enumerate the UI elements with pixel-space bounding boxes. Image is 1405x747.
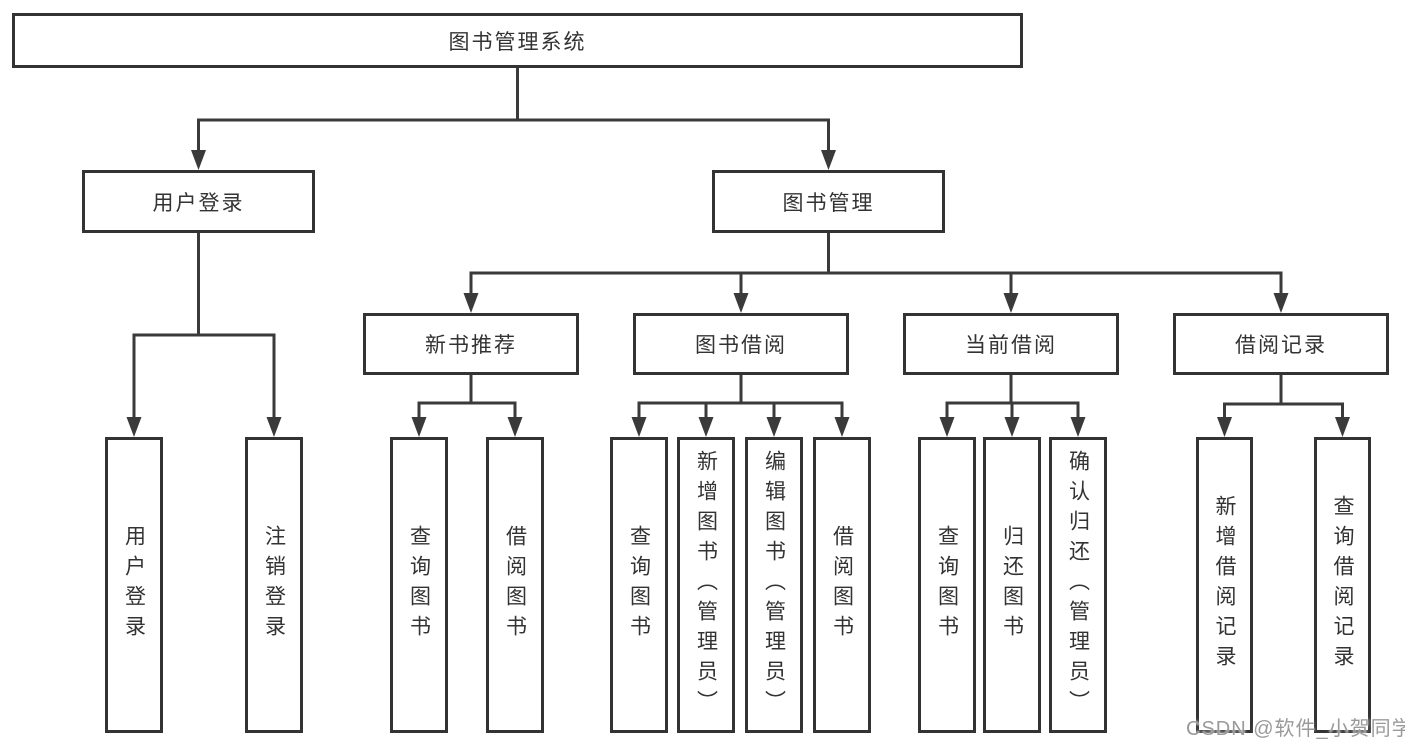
node-label-book-borrow: 图书借阅 — [695, 334, 787, 357]
node-leaf-user-login: 用户登录 — [105, 437, 163, 733]
arrowhead-icon — [191, 150, 206, 170]
node-label-new-book-rec: 新书推荐 — [425, 334, 517, 357]
node-label-current-borrow: 当前借阅 — [965, 334, 1057, 357]
arrowhead-icon — [463, 293, 479, 313]
node-label-bb-add-book: 新增图书（管理员） — [694, 450, 718, 720]
arrowhead-icon — [821, 150, 836, 170]
arrowhead-icon — [834, 417, 850, 437]
arrowhead-icon — [411, 417, 427, 437]
node-new-book-rec: 新书推荐 — [363, 313, 579, 375]
node-label-leaf-logout: 注销登录 — [262, 525, 286, 645]
edge-group-current-borrow — [939, 373, 1086, 437]
node-br-query-record: 查询借阅记录 — [1314, 437, 1371, 733]
arrowhead-icon — [1273, 293, 1289, 313]
node-label-user-login: 用户登录 — [152, 191, 245, 215]
arrowhead-icon — [939, 417, 955, 437]
node-br-add-record: 新增借阅记录 — [1196, 437, 1253, 733]
node-label-bb-borrow-book: 借阅图书 — [830, 525, 854, 645]
node-user-login: 用户登录 — [82, 170, 315, 233]
arrowhead-icon — [1003, 293, 1019, 313]
node-label-br-add-record: 新增借阅记录 — [1213, 495, 1236, 675]
node-label-rec-borrow-book: 借阅图书 — [503, 525, 527, 645]
edge-group-book-borrow — [631, 373, 850, 437]
node-book-mgmt: 图书管理 — [712, 170, 945, 233]
node-label-bb-edit-book: 编辑图书（管理员） — [762, 450, 786, 720]
arrowhead-icon — [766, 417, 782, 437]
node-root: 图书管理系统 — [12, 13, 1023, 68]
node-bb-query-book: 查询图书 — [610, 437, 668, 733]
arrowhead-icon — [631, 417, 647, 437]
arrowhead-icon — [1335, 417, 1350, 437]
arrowhead-icon — [1217, 417, 1232, 437]
node-borrow-records: 借阅记录 — [1173, 313, 1389, 375]
node-book-borrow: 图书借阅 — [633, 313, 849, 375]
node-label-cb-return-book: 归还图书 — [1000, 525, 1024, 645]
arrowhead-icon — [507, 417, 523, 437]
node-cb-return-book: 归还图书 — [983, 437, 1041, 733]
arrowhead-icon — [126, 417, 142, 437]
node-bb-edit-book: 编辑图书（管理员） — [745, 437, 803, 733]
node-label-leaf-user-login: 用户登录 — [122, 525, 146, 645]
watermark: CSDN @软件_小贺同学 — [1186, 718, 1405, 740]
node-current-borrow: 当前借阅 — [903, 313, 1119, 375]
node-cb-confirm-return: 确认归还（管理员） — [1049, 437, 1107, 733]
node-cb-query-book: 查询图书 — [918, 437, 976, 733]
edge-group-book-mgmt — [463, 231, 1289, 313]
arrowhead-icon — [1070, 417, 1086, 437]
node-label-cb-query-book: 查询图书 — [935, 525, 959, 645]
node-bb-add-book: 新增图书（管理员） — [677, 437, 735, 733]
arrowhead-icon — [1004, 417, 1020, 437]
edge-group-root — [191, 66, 836, 170]
arrowhead-icon — [266, 417, 282, 437]
node-label-book-mgmt: 图书管理 — [782, 191, 875, 215]
node-label-cb-confirm-return: 确认归还（管理员） — [1066, 450, 1090, 720]
node-label-borrow-records: 借阅记录 — [1235, 334, 1327, 357]
edge-group-new-book-rec — [411, 373, 523, 437]
edge-group-user-login — [126, 231, 282, 437]
node-rec-borrow-book: 借阅图书 — [486, 437, 544, 733]
node-label-rec-query-book: 查询图书 — [407, 525, 431, 645]
node-rec-query-book: 查询图书 — [390, 437, 448, 733]
node-label-br-query-record: 查询借阅记录 — [1331, 495, 1354, 675]
node-leaf-logout: 注销登录 — [245, 437, 303, 733]
node-bb-borrow-book: 借阅图书 — [813, 437, 871, 733]
edge-group-borrow-records — [1217, 373, 1350, 437]
arrowhead-icon — [733, 293, 749, 313]
node-label-root: 图书管理系统 — [448, 30, 587, 54]
node-label-bb-query-book: 查询图书 — [627, 525, 651, 645]
arrowhead-icon — [698, 417, 714, 437]
